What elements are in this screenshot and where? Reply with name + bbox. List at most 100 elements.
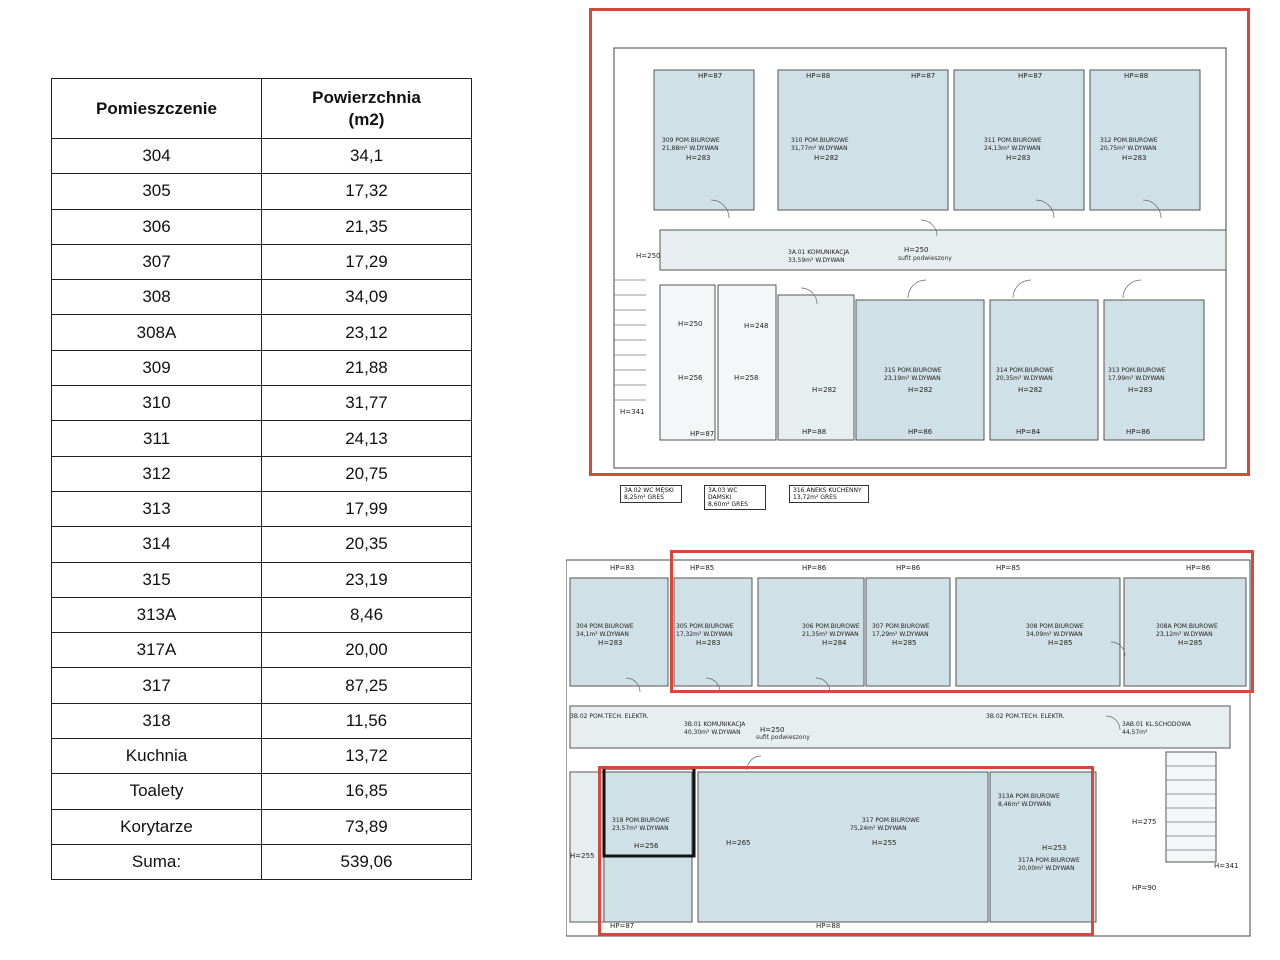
room-cell: 306: [51, 208, 262, 245]
room-309-h: H=283: [686, 154, 711, 162]
room-313-hp: HP=86: [1126, 428, 1151, 436]
hp-312: HP=88: [1124, 72, 1148, 80]
corridor-bottom-name: 3B.01 KOMUNIKACJA: [684, 721, 746, 728]
room-306-name: 306 POM.BIUROWE: [802, 623, 860, 630]
area-cell: 73,89: [261, 808, 472, 845]
room-309-area: 21,88m² W.DYWAN: [662, 145, 719, 152]
room-cell: 307: [51, 243, 262, 281]
room-cell: 308: [51, 279, 262, 316]
room-317a-name: 317A POM.BIUROWE: [1018, 857, 1080, 864]
hp-306: HP=86: [802, 564, 827, 572]
table-row: Suma:539,06: [51, 843, 472, 881]
floor-plan-top: HP=87 HP=88 HP=87 HP=87 HP=88 309 POM.BI…: [606, 30, 1246, 510]
room-315-hp: HP=86: [908, 428, 933, 436]
room-307-h: H=285: [892, 639, 917, 647]
room-cell: 313: [51, 490, 262, 528]
area-cell: 17,99: [261, 490, 472, 528]
room-cell: 304: [51, 137, 262, 175]
corridor-top-name: 3A.01 KOMUNIKACJA: [788, 249, 850, 256]
room-312-name: 312 POM.BIUROWE: [1100, 137, 1158, 144]
service-h-341: H=341: [620, 408, 645, 416]
room-315-h: H=282: [908, 386, 933, 394]
area-cell: 34,09: [261, 279, 472, 316]
room-311-h: H=283: [1006, 154, 1031, 162]
room-314-h: H=282: [1018, 386, 1043, 394]
room-315-area: 23,19m² W.DYWAN: [884, 375, 941, 382]
hp-304: HP=83: [610, 564, 634, 572]
room-306-area: 21,35m² W.DYWAN: [802, 631, 859, 638]
hp-311: HP=87: [1018, 72, 1042, 80]
header-area: Powierzchnia (m2): [261, 78, 472, 139]
hp-309: HP=87: [698, 72, 722, 80]
room-318-h: H=256: [634, 842, 659, 850]
room-309-name: 309 POM.BIUROWE: [662, 137, 720, 144]
hp-308: HP=85: [996, 564, 1020, 572]
corridor-bottom-note: sufit podwieszony: [756, 734, 810, 741]
room-318-area: 23,57m² W.DYWAN: [612, 825, 669, 832]
area-cell: 24,13: [261, 420, 472, 457]
room-313a-area: 8,46m² W.DYWAN: [998, 801, 1051, 808]
room-cell: 312: [51, 455, 262, 492]
room-312-h: H=283: [1122, 154, 1147, 162]
elektr-left: 3B.02 POM.TECH. ELEKTR.: [570, 713, 649, 720]
corridor-top-area: 33,59m² W.DYWAN: [788, 257, 845, 264]
area-cell: 8,46: [261, 596, 472, 634]
room-cell: Korytarze: [51, 808, 262, 845]
service-hp-88: HP=88: [802, 428, 826, 436]
area-cell: 20,35: [261, 526, 472, 563]
hp-305: HP=85: [690, 564, 714, 572]
area-cell: 11,56: [261, 702, 472, 740]
room-cell: Suma:: [51, 843, 262, 881]
corridor-top-note: sufit podwieszony: [898, 255, 952, 262]
hp-307: HP=86: [896, 564, 921, 572]
area-cell: 31,77: [261, 385, 472, 422]
room-313-area: 17,99m² W.DYWAN: [1108, 375, 1165, 382]
floor-plan-bottom-drawing: [566, 559, 1251, 937]
room-311-area: 24,13m² W.DYWAN: [984, 145, 1041, 152]
room-310-h: H=282: [814, 154, 839, 162]
area-cell: 21,88: [261, 349, 472, 387]
room-317-name: 317 POM.BIUROWE: [862, 817, 920, 824]
stairs-name: 3AB.01 KL.SCHODOWA: [1122, 721, 1192, 728]
service-h-250: H=250: [678, 320, 703, 328]
room-305-name: 305 POM.BIUROWE: [676, 623, 734, 630]
misc-h265: H=265: [726, 839, 751, 847]
room-cell: 317: [51, 667, 262, 704]
room-313a-name: 313A POM.BIUROWE: [998, 793, 1060, 800]
area-cell: 17,29: [261, 243, 472, 281]
room-311-name: 311 POM.BIUROWE: [984, 137, 1042, 144]
room-cell: 311: [51, 420, 262, 457]
room-313-h: H=283: [1128, 386, 1153, 394]
header-room: Pomieszczenie: [51, 78, 262, 139]
table-header-row: Pomieszczenie Powierzchnia (m2): [51, 78, 472, 139]
room-304-h: H=283: [598, 639, 623, 647]
area-cell: 87,25: [261, 667, 472, 704]
stairs-h: H=275: [1132, 818, 1157, 826]
floor-plan-top-labels: HP=87 HP=88 HP=87 HP=87 HP=88 309 POM.BI…: [620, 72, 1166, 438]
room-cell: 308A: [51, 314, 262, 351]
room-cell: 315: [51, 561, 262, 598]
room-cell: 313A: [51, 596, 262, 634]
room-cell: 310: [51, 385, 262, 422]
service-h-248: H=248: [744, 322, 769, 330]
area-cell: 23,19: [261, 561, 472, 598]
service-h-258: H=258: [734, 374, 759, 382]
room-308-h: H=285: [1048, 639, 1073, 647]
room-315-name: 315 POM.BIUROWE: [884, 367, 942, 374]
room-317a-area: 20,00m² W.DYWAN: [1018, 865, 1075, 872]
